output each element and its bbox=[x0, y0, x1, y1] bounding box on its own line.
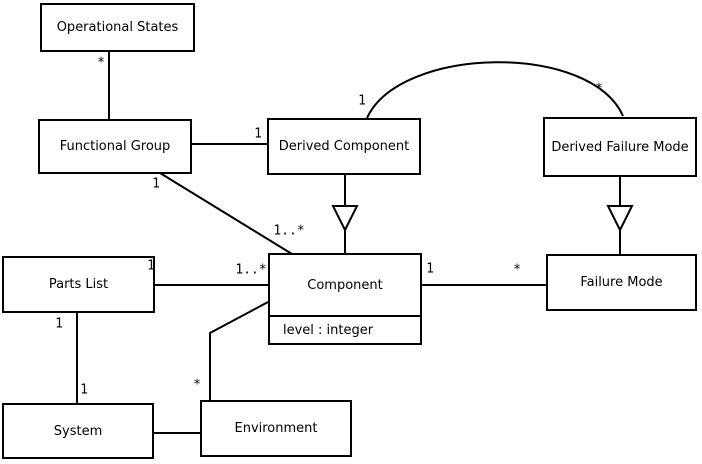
class-derived-failure-mode: Derived Failure Mode bbox=[543, 117, 697, 177]
multiplicity-component-top-left: 1..* bbox=[273, 223, 305, 239]
association-functional-group-component bbox=[159, 172, 293, 255]
class-component-attribute-compartment: level : integer bbox=[268, 315, 422, 345]
class-failure-mode: Failure Mode bbox=[546, 254, 697, 311]
class-derived-component: Derived Component bbox=[267, 118, 421, 175]
attribute-label: level : integer bbox=[283, 322, 374, 338]
multiplicity-derived-component-left: 1 bbox=[254, 126, 262, 142]
class-label: Parts List bbox=[48, 277, 109, 292]
class-label: Derived Failure Mode bbox=[551, 139, 689, 155]
class-label: Environment bbox=[234, 421, 318, 436]
multiplicity-parts-list-right: 1 bbox=[147, 258, 155, 274]
multiplicity-environment-top: * bbox=[193, 377, 201, 393]
generalization-arrow-icon bbox=[331, 205, 359, 233]
multiplicity-functional-group-bottom: 1 bbox=[152, 176, 160, 192]
class-parts-list: Parts List bbox=[2, 256, 155, 313]
class-environment: Environment bbox=[200, 400, 352, 457]
multiplicity-component-left: 1..* bbox=[235, 262, 267, 278]
multiplicity-system-top: 1 bbox=[80, 382, 88, 398]
class-system: System bbox=[2, 403, 154, 459]
multiplicity-component-right: 1 bbox=[426, 261, 434, 277]
class-label: Functional Group bbox=[59, 139, 171, 154]
multiplicity-operational-states-end: * bbox=[97, 55, 105, 71]
class-component: Component bbox=[268, 253, 422, 317]
association-component-environment bbox=[209, 301, 269, 401]
multiplicity-derived-failure-mode-curve: * bbox=[595, 81, 603, 97]
multiplicity-parts-list-bottom: 1 bbox=[55, 316, 63, 332]
multiplicity-derived-component-curve: 1 bbox=[358, 93, 366, 109]
class-label: System bbox=[53, 423, 103, 439]
multiplicity-failure-mode-left: * bbox=[513, 262, 521, 278]
generalization-arrow-icon bbox=[606, 205, 634, 233]
class-functional-group: Functional Group bbox=[38, 119, 192, 174]
class-operational-states: Operational States bbox=[40, 3, 195, 52]
class-label: Derived Component bbox=[278, 139, 410, 154]
association-derived-component-derived-failure-mode-arc bbox=[366, 61, 624, 119]
class-label: Operational States bbox=[56, 20, 179, 35]
class-label: Component bbox=[307, 277, 383, 293]
class-label: Failure Mode bbox=[580, 275, 663, 290]
